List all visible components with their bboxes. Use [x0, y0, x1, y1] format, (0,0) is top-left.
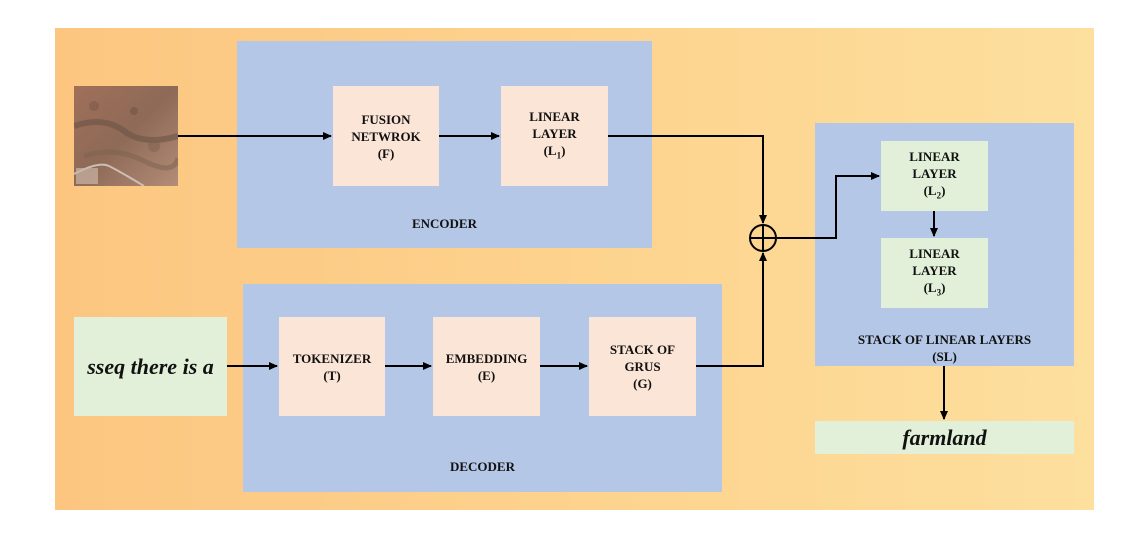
- tokenizer-box: TOKENIZER (T): [279, 317, 385, 416]
- input-sequence-text: sseq there is a: [87, 354, 214, 379]
- linear-layer-2-line2: LAYER: [912, 165, 957, 181]
- linear-stack-label: STACK OF LINEAR LAYERS (SL): [815, 331, 1074, 365]
- fusion-network-line1: FUSION: [361, 111, 411, 127]
- tokenizer-symbol: (T): [323, 367, 341, 383]
- linear-layer-3-line2: LAYER: [912, 262, 957, 278]
- linear-layer-3-line1: LINEAR: [909, 245, 960, 261]
- input-sequence-box: sseq there is a: [74, 317, 227, 416]
- tokenizer-line1: TOKENIZER: [292, 350, 372, 366]
- linear-layer-1-line2: LAYER: [532, 125, 577, 141]
- satellite-image: [74, 86, 178, 186]
- linear-stack-label-line1: STACK OF LINEAR LAYERS: [857, 332, 1032, 347]
- linear-layer-1-box: LINEAR LAYER (L1): [501, 86, 608, 186]
- fusion-network-box: FUSION NETWROK (F): [333, 86, 439, 186]
- linear-layer-2-symbol: (L2): [923, 182, 946, 201]
- embedding-line1: EMBEDDING: [445, 350, 528, 366]
- sum-operator-icon: [749, 224, 777, 252]
- linear-layer-3-box: LINEAR LAYER (L3): [881, 238, 988, 308]
- linear-layer-2-box: LINEAR LAYER (L2): [881, 141, 988, 211]
- linear-layer-2-line1: LINEAR: [909, 148, 960, 164]
- linear-layer-3-symbol: (L3): [923, 279, 946, 298]
- stack-of-grus-line1: STACK OF: [609, 342, 676, 357]
- embedding-box: EMBEDDING (E): [433, 317, 540, 416]
- fusion-network-symbol: (F): [377, 145, 395, 161]
- fusion-network-line2: NETWROK: [351, 128, 421, 144]
- stack-of-grus-line2: GRUS: [624, 359, 661, 374]
- embedding-symbol: (E): [477, 367, 496, 383]
- linear-stack-label-line2: (SL): [932, 349, 957, 364]
- arrow-sum-to-linear2: [777, 172, 880, 239]
- arrow-grus-to-sum: [696, 252, 767, 367]
- output-label-box: farmland: [815, 421, 1074, 454]
- encoder-label: ENCODER: [411, 216, 477, 231]
- linear-layer-1-line1: LINEAR: [529, 108, 580, 124]
- stack-of-grus-box: STACK OF GRUS (G): [589, 317, 696, 416]
- linear-layer-1-symbol: (L1): [543, 142, 566, 161]
- decoder-label: DECODER: [449, 459, 515, 474]
- stack-of-grus-symbol: (G): [633, 376, 652, 391]
- output-label-text: farmland: [902, 425, 987, 450]
- arrow-linear1-to-sum: [608, 135, 767, 224]
